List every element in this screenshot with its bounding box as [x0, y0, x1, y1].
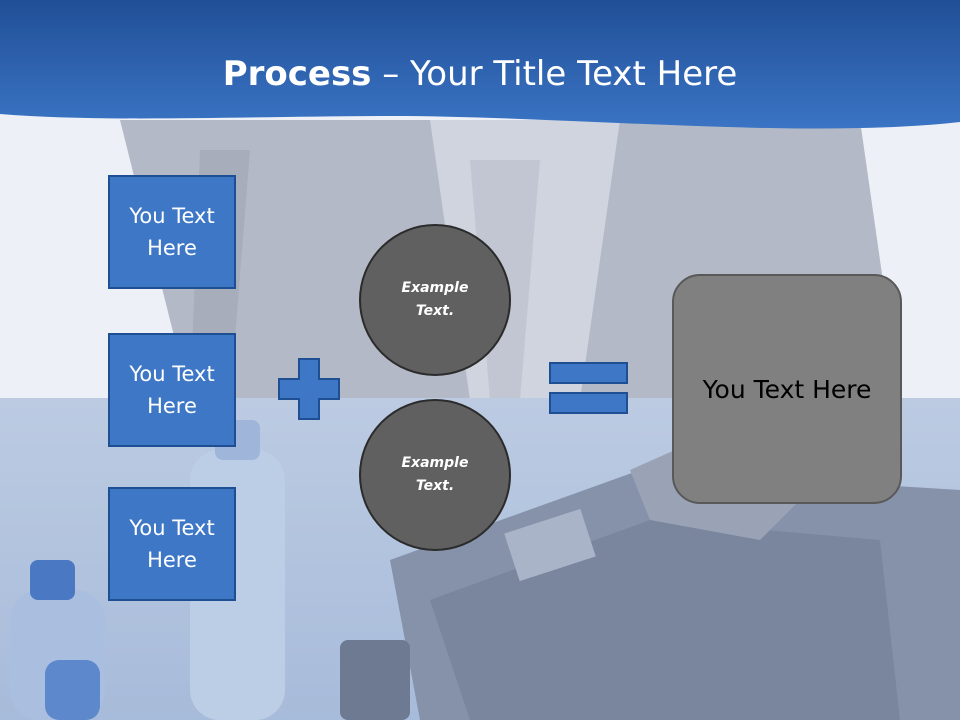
example-circle-2-line1: Example — [401, 455, 469, 471]
example-circle-1-line2: Text. — [415, 303, 455, 319]
plus-icon — [278, 358, 340, 420]
text-box-3-line2: Here — [147, 548, 197, 572]
text-box-1-line2: Here — [147, 236, 197, 260]
equals-icon — [549, 362, 628, 414]
result-text: You Text Here — [702, 374, 872, 404]
result-box: You Text Here — [672, 274, 902, 504]
text-box-3-line1: You Text — [129, 516, 215, 540]
text-box-2-line1: You Text — [129, 362, 215, 386]
text-box-1-line1: You Text — [129, 204, 215, 228]
example-circle-1-line1: Example — [401, 280, 469, 296]
example-circle-2-line2: Text. — [415, 478, 455, 494]
title-rest: – Your Title Text Here — [371, 54, 738, 94]
slide-title: Process – Your Title Text Here — [0, 52, 960, 96]
title-bold: Process — [222, 54, 372, 94]
text-box-2-line2: Here — [147, 394, 197, 418]
